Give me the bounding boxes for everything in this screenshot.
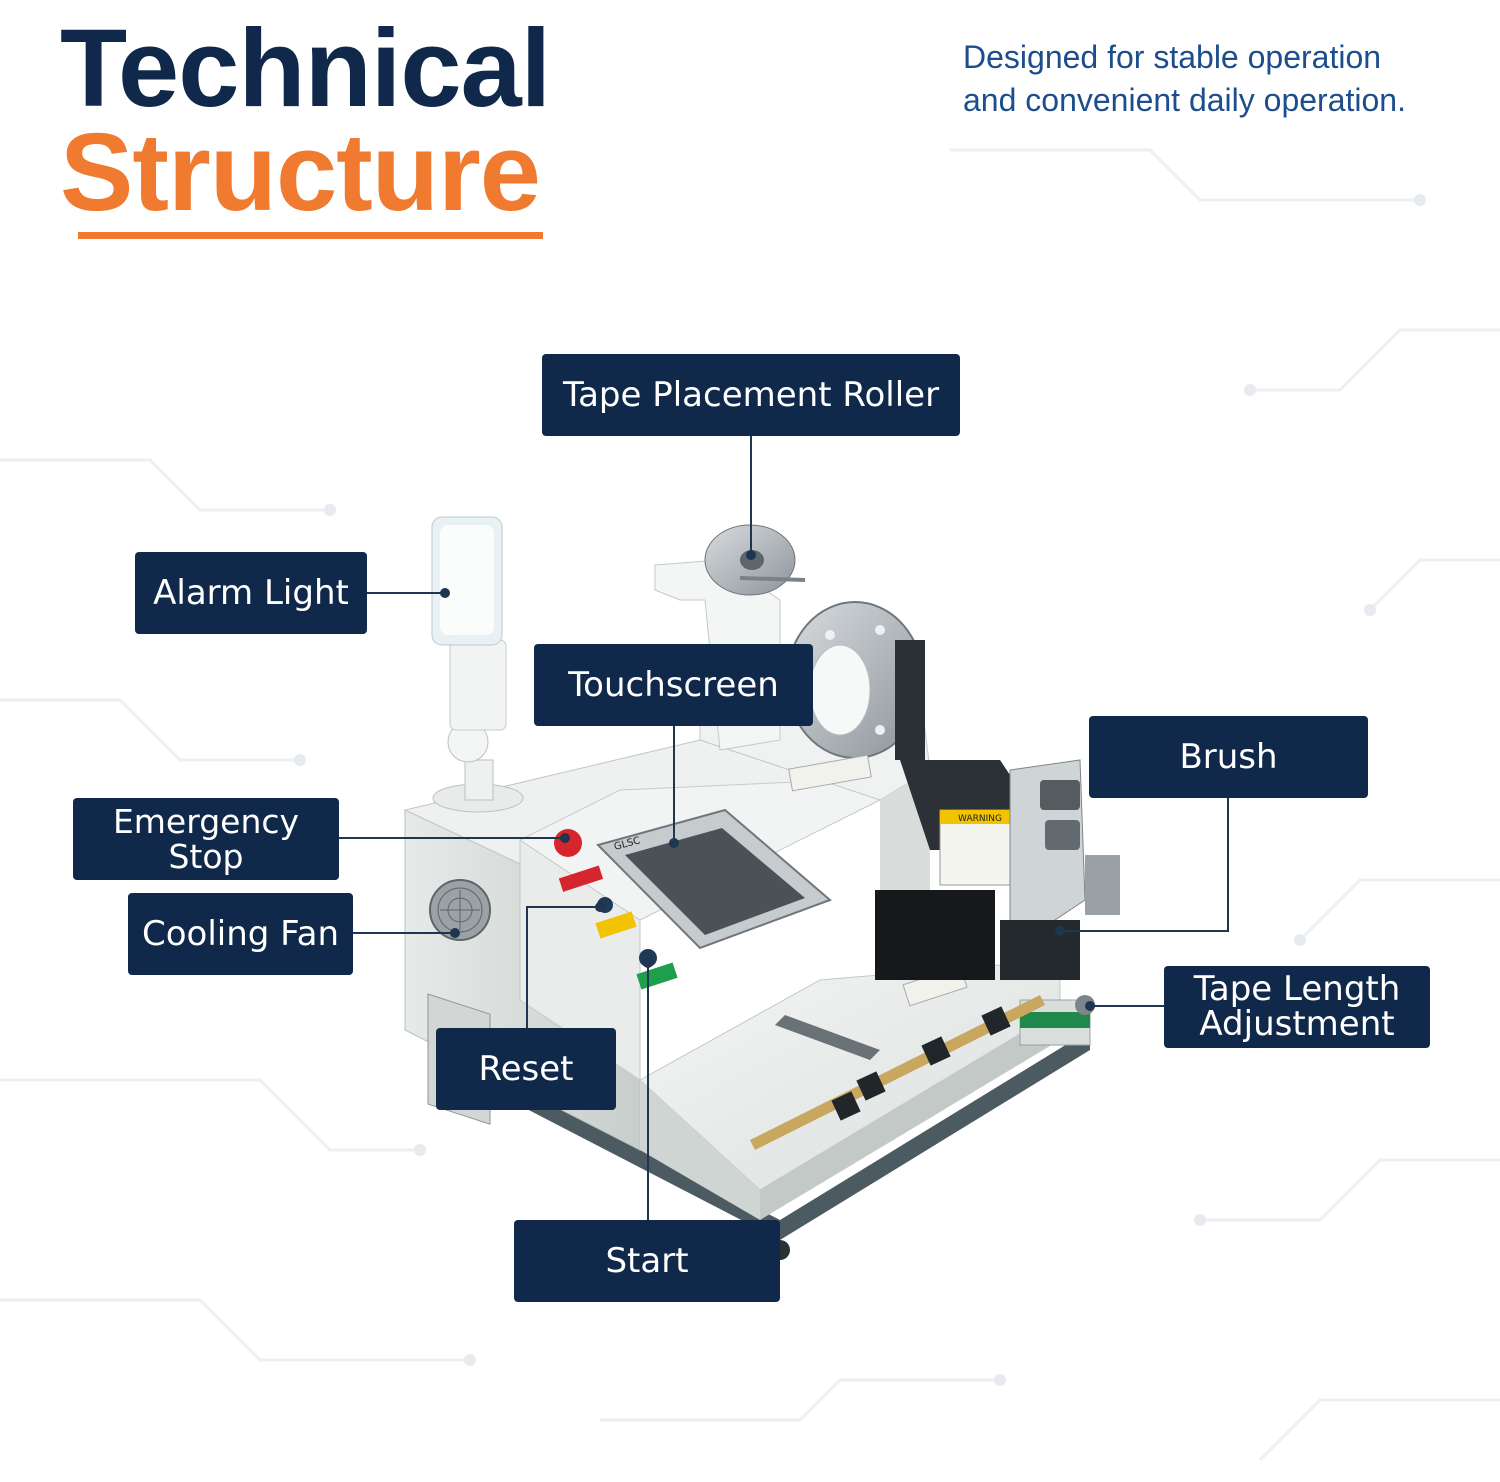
label-reset: Reset xyxy=(436,1028,616,1110)
leader-reset xyxy=(526,906,600,1028)
label-emergency-stop: Emergency Stop xyxy=(73,798,339,880)
label-tape-length-adjustment-line-1: Tape Length xyxy=(1193,969,1401,1009)
ruler-rail xyxy=(750,995,1045,1150)
title-underline xyxy=(78,232,543,239)
warning-sticker-text: WARNING xyxy=(958,814,1002,824)
label-tape-length-adjustment-line-2: Adjustment xyxy=(1199,1004,1395,1044)
label-alarm-light: Alarm Light xyxy=(135,552,367,634)
label-brush: Brush xyxy=(1089,716,1368,798)
label-cooling-fan: Cooling Fan xyxy=(128,893,353,975)
touchscreen-display xyxy=(625,828,805,935)
title-structure: Structure xyxy=(60,111,541,234)
label-tape-length-adjustment: Tape Length Adjustment xyxy=(1164,966,1430,1048)
tagline-line-1: Designed for stable operation xyxy=(963,39,1382,75)
title-technical: Technical xyxy=(60,7,551,130)
label-touchscreen: Touchscreen xyxy=(534,644,813,726)
label-tape-placement-roller: Tape Placement Roller xyxy=(542,354,960,436)
leader-brush xyxy=(1060,798,1229,932)
label-start: Start xyxy=(514,1220,780,1302)
front-bed xyxy=(639,959,1061,1191)
alarm-light-tower xyxy=(431,516,524,813)
tagline: Designed for stable operation and conven… xyxy=(963,36,1463,122)
tagline-line-2: and convenient daily operation. xyxy=(963,82,1406,118)
